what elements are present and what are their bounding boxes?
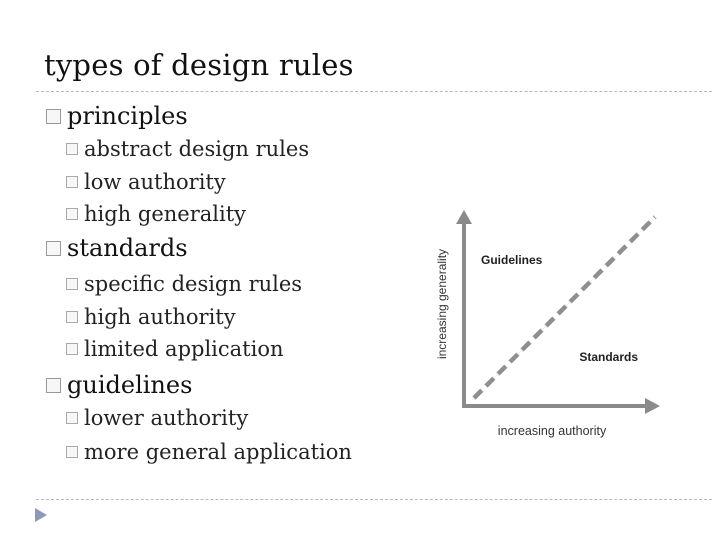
checkbox-bullet-icon: [66, 412, 78, 424]
title-divider: [36, 91, 712, 92]
checkbox-bullet-icon: [46, 240, 61, 256]
checkbox-bullet-icon: [46, 377, 61, 393]
standards-label: Standards: [579, 350, 638, 364]
guidelines-label: Guidelines: [481, 253, 543, 267]
checkbox-bullet-icon: [46, 108, 61, 124]
x-axis-label: increasing authority: [498, 424, 607, 438]
sub-bullet: lower authority: [66, 406, 248, 430]
sub-bullet: abstract design rules: [66, 137, 309, 161]
sub-bullet: more general application: [66, 440, 352, 464]
sub-bullet-text: limited application: [84, 337, 284, 361]
authority-generality-diagram: increasing generality increasing authori…: [435, 210, 660, 438]
bullet-principles: principles: [46, 102, 188, 130]
slide-title: types of design rules: [44, 48, 354, 82]
bullet-guidelines: guidelines: [46, 371, 192, 399]
sub-bullet: limited application: [66, 337, 284, 361]
sub-bullet: specific design rules: [66, 272, 302, 296]
sub-bullet-text: lower authority: [84, 406, 249, 430]
sub-bullet-text: specific design rules: [84, 272, 303, 296]
bullet-label: guidelines: [67, 371, 193, 399]
bullet-label: standards: [67, 234, 188, 262]
checkbox-bullet-icon: [66, 446, 78, 458]
checkbox-bullet-icon: [66, 176, 78, 188]
footer-divider: [36, 499, 712, 500]
sub-bullet: high authority: [66, 305, 236, 329]
bullet-label: principles: [67, 102, 188, 130]
triangle-nav-icon[interactable]: [34, 507, 48, 523]
sub-bullet-text: high generality: [84, 202, 247, 226]
checkbox-bullet-icon: [66, 143, 78, 155]
sub-bullet: high generality: [66, 202, 246, 226]
sub-bullet-text: abstract design rules: [84, 137, 310, 161]
y-axis-label: increasing generality: [435, 249, 449, 359]
sub-bullet-text: high authority: [84, 305, 236, 329]
bullet-standards: standards: [46, 234, 188, 262]
sub-bullet-text: more general application: [84, 440, 352, 464]
checkbox-bullet-icon: [66, 343, 78, 355]
dashed-diagonal-line: [472, 215, 657, 400]
sub-bullet-text: low authority: [84, 170, 226, 194]
y-axis-arrow-icon: [456, 210, 472, 224]
checkbox-bullet-icon: [66, 208, 78, 220]
sub-bullet: low authority: [66, 170, 226, 194]
checkbox-bullet-icon: [66, 278, 78, 290]
x-axis-arrow-icon: [645, 398, 660, 414]
checkbox-bullet-icon: [66, 311, 78, 323]
